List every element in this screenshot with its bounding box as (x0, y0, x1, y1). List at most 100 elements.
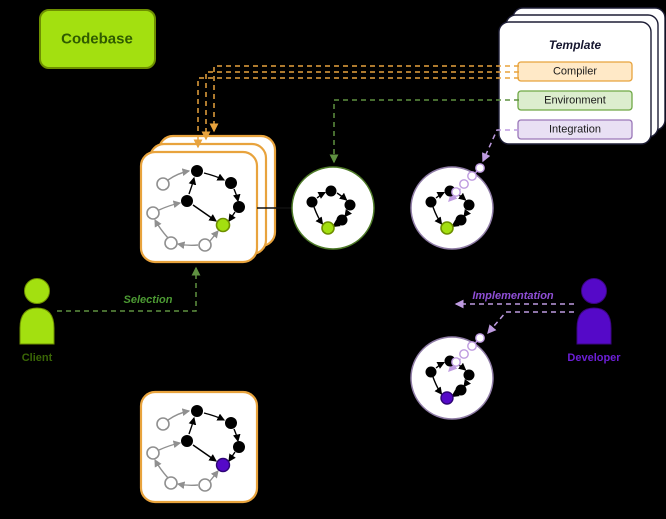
variant-graph (425, 355, 475, 405)
graph-node (156, 417, 170, 431)
graph-node (181, 435, 193, 447)
implemented-node (215, 457, 231, 473)
variant-circle-bg (410, 166, 494, 250)
graph-node (164, 476, 178, 490)
graph-edge (154, 458, 169, 479)
compiler-arrow-back (209, 65, 519, 133)
graph-edge (435, 191, 446, 199)
variant-circle-bg (410, 336, 494, 420)
result-graph (146, 405, 245, 492)
template-title: Template (549, 38, 602, 52)
variant-graph (425, 185, 475, 235)
graph-node (336, 214, 348, 226)
graph-edge (209, 230, 219, 242)
graph-edge (435, 361, 446, 369)
program-graph (146, 165, 245, 252)
environment-label: Environment (544, 95, 606, 107)
template-row-integration: Integration (517, 119, 633, 140)
variant-circle-environment (291, 166, 375, 250)
selection-label: Selection (124, 294, 173, 306)
graph-edge (316, 191, 327, 199)
graph-edge (232, 188, 241, 203)
integration-point (459, 179, 469, 189)
graph-node (198, 478, 212, 492)
graph-node (463, 199, 475, 211)
template-card-front (498, 21, 652, 145)
implemented-node (440, 391, 454, 405)
graph-edge (176, 241, 199, 250)
environment-arrow (329, 99, 519, 164)
compiler-arrow-mid (201, 71, 519, 141)
graph-edge (232, 428, 241, 443)
graph-node (191, 405, 203, 417)
graph-node (455, 214, 467, 226)
graph-node (198, 238, 212, 252)
integration-point (467, 341, 477, 351)
compiler-label: Compiler (553, 66, 597, 78)
integration-point (467, 171, 477, 181)
graph-node (191, 165, 203, 177)
integration-point (475, 333, 485, 343)
graph-node (425, 366, 437, 378)
graph-node (233, 441, 245, 453)
integration-point (451, 357, 461, 367)
variant-circle-integration (410, 163, 494, 250)
template-row-environment: Environment (517, 90, 633, 111)
integration-point (459, 349, 469, 359)
graph-edge (432, 376, 443, 395)
graph-edge (176, 481, 199, 490)
integration-label: Integration (549, 124, 601, 136)
graph-node (233, 201, 245, 213)
graph-node (146, 446, 160, 460)
selection-arrow (57, 266, 201, 312)
graph-node (225, 177, 237, 189)
graph-edge (228, 451, 236, 462)
client-body-icon (19, 307, 55, 345)
codebase-box-bg (39, 9, 156, 69)
implementation-label: Implementation (472, 290, 554, 302)
variant-circle-bg (291, 166, 375, 250)
graph-node (181, 195, 193, 207)
graph-edge (336, 192, 348, 201)
graph-edge (158, 440, 182, 451)
developer-body-icon (576, 307, 612, 345)
graph-edge (209, 470, 219, 482)
graph-node (455, 384, 467, 396)
graph-edge (188, 176, 197, 195)
template-row-compiler: Compiler (517, 61, 633, 82)
graph-node (306, 196, 318, 208)
graph-edge (432, 206, 443, 225)
result-square (139, 390, 259, 504)
graph-node (344, 199, 356, 211)
graph-node (463, 369, 475, 381)
client-actor: Client (19, 278, 55, 364)
graph-edge (154, 218, 169, 239)
program-stack (139, 134, 277, 264)
selected-node (321, 221, 335, 235)
graph-edge (192, 444, 217, 462)
graph-edge (203, 172, 226, 181)
developer-actor: Developer (567, 278, 621, 364)
developer-label: Developer (567, 352, 621, 364)
integration-point (475, 163, 485, 173)
graph-node (146, 206, 160, 220)
graph-node (164, 236, 178, 250)
graph-edge (228, 211, 236, 222)
integration-arrow (482, 129, 519, 163)
graph-edge (192, 204, 217, 222)
selected-node (215, 217, 231, 233)
variant-circle-implemented (410, 333, 494, 420)
variant-graph (306, 185, 356, 235)
graph-edge (167, 168, 191, 181)
graph-node (156, 177, 170, 191)
implementation-arrow-lower (487, 311, 574, 335)
selected-node (440, 221, 454, 235)
developer-head-icon (581, 278, 607, 304)
client-label: Client (22, 352, 53, 364)
graph-edge (188, 416, 197, 435)
graph-edge (167, 408, 191, 421)
integration-point (451, 187, 461, 197)
codebase-box: Codebase (39, 9, 156, 69)
